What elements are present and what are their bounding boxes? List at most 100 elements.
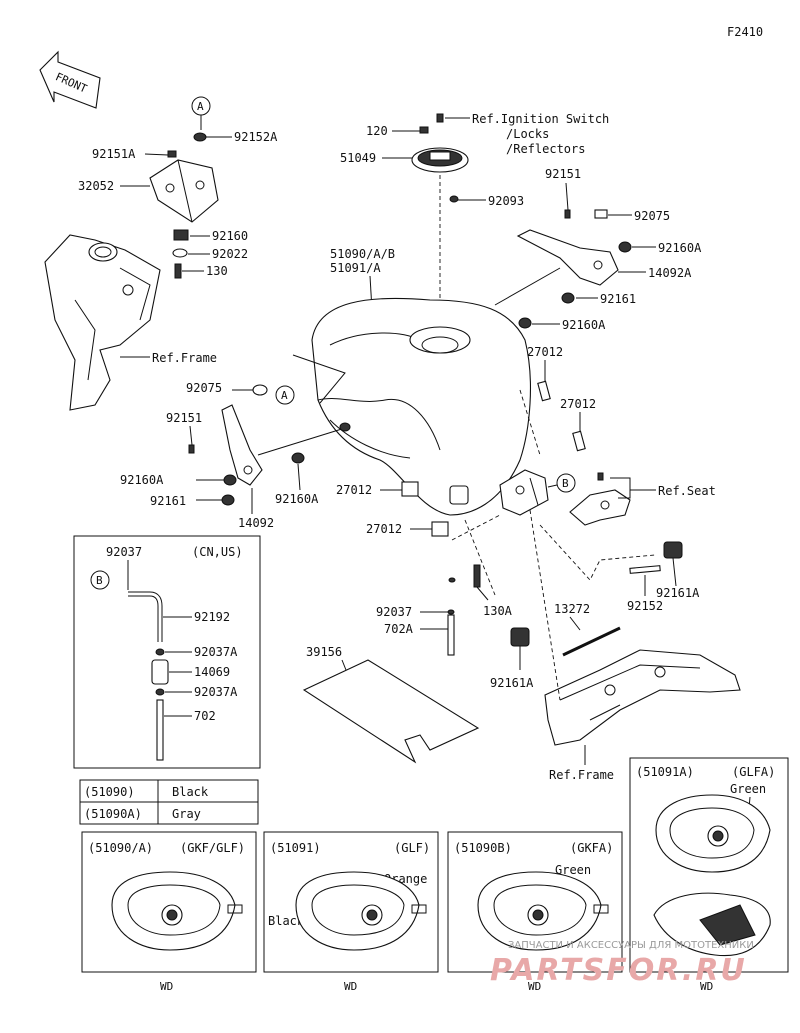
damper-92160A-r1-icon	[618, 241, 632, 253]
part-92037: 92037	[376, 605, 412, 619]
callout-a-top-label: A	[197, 100, 204, 113]
part-27012-b: 27012	[560, 397, 596, 411]
part-51090: 51090/A/B	[330, 247, 395, 261]
inset-cn-us-box	[73, 535, 261, 769]
variant-2-code: (51091)	[270, 841, 321, 855]
part-92160: 92160	[212, 229, 248, 243]
variant-1-footer: WD	[160, 980, 173, 993]
color-code-1: (51090)	[84, 785, 135, 799]
variant-4-model: (GLFA)	[732, 765, 775, 779]
variant-panel-51090-A	[81, 831, 257, 973]
washer-icon	[172, 248, 188, 258]
bracket-14092A-shape	[516, 229, 619, 286]
part-14092: 14092	[238, 516, 274, 530]
watermark-text: ЗАПЧАСТИ И АКСЕССУАРЫ ДЛЯ МОТОТЕХНИКИ	[508, 940, 754, 951]
part-92160A-right-2: 92160A	[562, 318, 606, 332]
inset-part-92192: 92192	[194, 610, 230, 624]
damper-92161A-r-icon	[663, 541, 683, 559]
hose-702-icon	[156, 699, 164, 761]
callout-a-left-label: A	[281, 389, 288, 402]
damper-92160A-left-icon	[223, 474, 237, 486]
part-92161A-bottom: 92161A	[490, 676, 534, 690]
part-92022: 92022	[212, 247, 248, 261]
clamp-92037-b-icon	[447, 609, 455, 615]
inset-part-92037A-1: 92037A	[194, 645, 238, 659]
bracket-14092-shape	[221, 404, 263, 486]
damper-92160A-tank-icon	[339, 422, 351, 432]
inset-part-702: 702	[194, 709, 216, 723]
variant-1-model: (GKF/GLF)	[180, 841, 245, 855]
seat-lock-shape	[569, 472, 631, 526]
pad-27012-b-icon	[572, 430, 586, 452]
damper-92160A-center-icon	[291, 452, 305, 464]
part-92093: 92093	[488, 194, 524, 208]
part-92160A-center: 92160A	[275, 492, 319, 506]
part-27012-c: 27012	[336, 483, 372, 497]
cap-92075-left-icon	[252, 384, 268, 396]
part-39156: 39156	[306, 645, 342, 659]
tank-top-view-4	[655, 794, 771, 873]
inset-region: (CN,US)	[192, 545, 243, 559]
color-name-1: Black	[172, 785, 209, 799]
rear-mount-shape	[499, 469, 549, 516]
part-51091: 51091/A	[330, 261, 381, 275]
part-13272: 13272	[554, 602, 590, 616]
clamp-92037A-2-icon	[155, 688, 165, 696]
pad-27012-c-icon	[401, 481, 419, 497]
variant-3-code: (51090B)	[454, 841, 512, 855]
collar-92161-left-icon	[221, 494, 235, 506]
spacer-92152-icon	[629, 565, 661, 574]
part-702A: 702A	[384, 622, 414, 636]
diagram-code: F2410	[727, 25, 763, 39]
frame-front-shape	[44, 234, 161, 411]
callout-b-inset	[90, 570, 110, 590]
variant-3-label-green: Green	[555, 863, 591, 877]
grommet-icon	[193, 132, 207, 142]
variant-3-footer: WD	[528, 980, 541, 993]
filter-14069-icon	[151, 659, 169, 685]
variant-4-label-green: Green	[730, 782, 766, 796]
pad-27012-d-icon	[431, 521, 449, 537]
part-92075-right: 92075	[634, 209, 670, 223]
part-92161A-right: 92161A	[656, 586, 700, 600]
front-arrow-icon: FRONT	[39, 50, 101, 109]
part-92152A: 92152A	[234, 130, 278, 144]
callout-b-main	[556, 473, 576, 493]
damper-92160A-r2-icon	[518, 317, 532, 329]
callout-a-left	[275, 385, 295, 405]
part-92161-left: 92161	[150, 494, 186, 508]
part-92161-right: 92161	[600, 292, 636, 306]
color-name-2: Gray	[172, 807, 201, 821]
bolt-130A-icon	[473, 564, 481, 588]
part-32052: 32052	[78, 179, 114, 193]
part-130A: 130A	[483, 604, 513, 618]
variant-panel-51091	[263, 831, 439, 973]
variant-1-code: (51090/A)	[88, 841, 153, 855]
callout-b-main-label: B	[562, 477, 569, 490]
part-27012-a: 27012	[527, 345, 563, 359]
ref-ignition-switch: Ref.Ignition Switch	[472, 112, 609, 126]
variant-2-footer: WD	[344, 980, 357, 993]
mat-39156-shape	[302, 659, 480, 764]
part-51049: 51049	[340, 151, 376, 165]
part-130: 130	[206, 264, 228, 278]
pad-large-icon	[449, 485, 469, 505]
variant-3-model: (GKFA)	[570, 841, 613, 855]
screw-icon	[436, 113, 444, 123]
oring-icon	[449, 195, 459, 203]
bolt-icon	[167, 150, 177, 158]
callout-b-inset-label: B	[96, 574, 103, 587]
tank-top-view-2	[295, 871, 427, 951]
part-92151-top: 92151	[545, 167, 581, 181]
pad-27012-a-icon	[537, 380, 551, 402]
part-92160A-left: 92160A	[120, 473, 164, 487]
part-27012-d: 27012	[366, 522, 402, 536]
part-14092A: 14092A	[648, 266, 692, 280]
inset-part-92037A-2: 92037A	[194, 685, 238, 699]
variant-2-label-black: Black	[268, 914, 305, 928]
collar-92161-r-icon	[561, 292, 575, 304]
inset-part-14069: 14069	[194, 665, 230, 679]
ref-reflectors: /Reflectors	[506, 142, 585, 156]
tank-top-view-3	[477, 871, 609, 951]
ref-frame-rear: Ref.Frame	[549, 768, 614, 782]
